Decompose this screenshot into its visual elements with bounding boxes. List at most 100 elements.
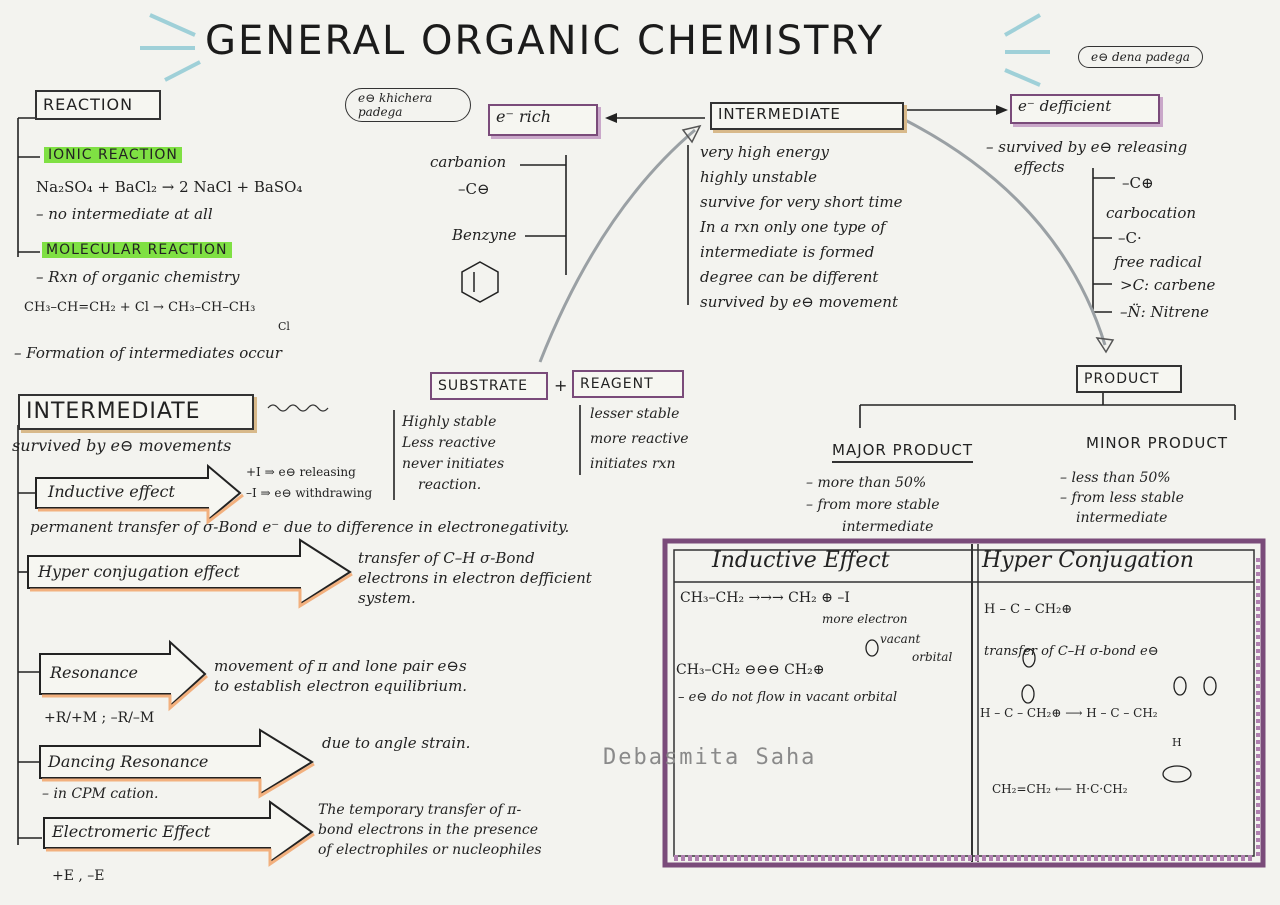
hyper-eq2: H – C – CH₂⊕ ⟶ H – C – CH₂ (980, 706, 1158, 720)
molecular-note: – Rxn of organic chemistry (36, 268, 240, 286)
major-note: – more than 50% (806, 475, 927, 491)
desc-line: electrons in electron defficient (358, 569, 592, 587)
page-title: GENERAL ORGANIC CHEMISTRY (205, 18, 885, 64)
inductive-eq2: CH₃–CH₂ ⊖⊖⊖ CH₂⊕ (676, 662, 825, 678)
prop-item: degree can be different (700, 268, 879, 286)
carbocation-formula: –C⊕ (1122, 174, 1154, 192)
edef-note2: effects (1014, 158, 1065, 176)
watermark: Debasmita Saha (603, 745, 817, 770)
hyper-note: transfer of C–H σ-bond e⊖ (984, 644, 1159, 659)
intermediate-box: INTERMEDIATE (710, 102, 904, 130)
hyper-eq3: CH₂=CH₂ ⟵ H·C·CH₂ (992, 782, 1128, 796)
desc-line: of electrophiles or nucleophiles (318, 842, 542, 858)
major-note: intermediate (842, 519, 934, 535)
resonance-description: movement of π and lone pair e⊖s to estab… (214, 656, 467, 696)
inductive-plus-note: +I ⇒ e⊖ releasing (246, 465, 356, 479)
nitrene-label: –N̈: Nitrene (1120, 303, 1209, 321)
prop-item: survived by e⊖ movement (700, 293, 898, 311)
inductive-eq1: CH₃–CH₂ →→→ CH₂ ⊕ –I (680, 590, 850, 606)
inductive-description: permanent transfer of σ-Bond e⁻ due to d… (30, 518, 570, 536)
benzyne-label: Benzyne (452, 226, 517, 244)
carbocation-label: carbocation (1106, 204, 1197, 222)
hyperconjugation-description: transfer of C–H σ-Bond electrons in elec… (358, 548, 592, 608)
desc-line: system. (358, 589, 416, 607)
inductive-arrow-shape (35, 463, 242, 523)
e-deficient-box: e⁻ defficient (1010, 94, 1160, 124)
reaction-heading: REACTION (35, 90, 161, 120)
table-frame (662, 538, 1266, 868)
intermediate-section-heading: INTERMEDIATE (18, 394, 254, 430)
reagent-prop: more reactive (590, 431, 689, 447)
carbanion-label: carbanion (430, 153, 507, 171)
inductive-note3: orbital (912, 650, 953, 664)
hyper-conjugation-column-header: Hyper Conjugation (982, 548, 1194, 573)
electromeric-description: The temporary transfer of π- bond electr… (318, 800, 542, 860)
major-note: – from more stable (806, 497, 940, 513)
prop-item: survive for very short time (700, 193, 903, 211)
ionic-reaction-label: IONIC REACTION (44, 147, 182, 163)
substrate-prop: never initiates (402, 456, 505, 472)
reagent-prop: lesser stable (590, 406, 680, 422)
reagent-box: REAGENT (572, 370, 684, 398)
prop-item: very high energy (700, 143, 829, 161)
substrate-prop: Highly stable (402, 414, 497, 430)
minor-note: intermediate (1076, 510, 1168, 526)
molecular-reaction-label: MOLECULAR REACTION (42, 242, 232, 258)
intermediate-section-subtitle: survived by e⊖ movements (12, 436, 232, 455)
substrate-prop: reaction. (418, 477, 482, 493)
cloud-dena: e⊖ dena padega (1078, 46, 1203, 68)
substrate-prop: Less reactive (402, 435, 496, 451)
cloud-khichera: e⊖ khichera padega (345, 88, 471, 122)
ionic-equation: Na₂SO₄ + BaCl₂ → 2 NaCl + BaSO₄ (36, 178, 303, 196)
prop-item: intermediate is formed (700, 243, 875, 261)
desc-line: bond electrons in the presence (318, 822, 538, 838)
major-product-label: MAJOR PRODUCT (832, 441, 974, 463)
product-box: PRODUCT (1076, 365, 1182, 393)
reagent-prop: initiates rxn (590, 456, 676, 472)
inductive-note2: vacant (880, 632, 921, 646)
minor-note: – less than 50% (1060, 470, 1171, 486)
hyper-h: H (1172, 736, 1182, 749)
minor-note: – from less stable (1060, 490, 1184, 506)
minor-product-notes: – less than 50% – from less stable inter… (1060, 468, 1184, 528)
prop-item: In a rxn only one type of (700, 218, 886, 236)
intermediate-properties: very high energy highly unstable survive… (700, 140, 903, 315)
desc-line: to establish electron equilibrium. (214, 677, 468, 695)
intermediate-formation-note: – Formation of intermediates occur (14, 344, 282, 362)
inductive-effect-column-header: Inductive Effect (712, 548, 890, 573)
substrate-box: SUBSTRATE (430, 372, 548, 400)
comparison-table: Inductive Effect Hyper Conjugation CH₃–C… (662, 538, 1266, 868)
carbanion-formula: –C⊖ (458, 180, 490, 198)
inductive-minus-note: –I ⇒ e⊖ withdrawing (246, 486, 373, 500)
dancing-resonance-description: due to angle strain. (322, 734, 471, 752)
desc-line: transfer of C–H σ-Bond (358, 549, 535, 567)
benzyne-ring (461, 261, 499, 303)
hyper-eq1: H – C – CH₂⊕ (984, 602, 1073, 617)
hyperconjugation-arrow-label: Hyper conjugation effect (38, 562, 240, 581)
minor-product-label: MINOR PRODUCT (1086, 434, 1229, 452)
molecular-equation: CH₃–CH=CH₂ + Cl → CH₃–CH–CH₃ (24, 300, 256, 315)
resonance-arrow-label: Resonance (50, 663, 138, 682)
plus-sign: + (554, 376, 569, 395)
prop-item: highly unstable (700, 168, 818, 186)
reagent-properties: lesser stable more reactive initiates rx… (590, 402, 689, 477)
substrate-properties: Highly stable Less reactive never initia… (402, 412, 504, 496)
carbene-label: >C: carbene (1120, 276, 1216, 294)
electromeric-sub: +E , –E (52, 868, 105, 884)
molecular-equation-sub: Cl (278, 320, 290, 333)
ionic-note: – no intermediate at all (36, 205, 213, 223)
edef-note1: – survived by e⊖ releasing (986, 138, 1188, 156)
major-product-notes: – more than 50% – from more stable inter… (806, 472, 940, 538)
inductive-effect-arrow-label: Inductive effect (48, 482, 175, 501)
electromeric-arrow-label: Electromeric Effect (52, 822, 211, 841)
free-radical-formula: –C· (1118, 229, 1142, 247)
desc-line: The temporary transfer of π- (318, 802, 522, 818)
desc-line: movement of π and lone pair e⊖s (214, 657, 467, 675)
inductive-note4: – e⊖ do not flow in vacant orbital (678, 690, 898, 705)
inductive-note1: more electron (822, 612, 908, 626)
dancing-resonance-arrow-label: Dancing Resonance (48, 752, 209, 771)
dancing-resonance-sub: – in CPM cation. (42, 786, 159, 802)
e-rich-box: e⁻ rich (488, 104, 598, 136)
free-radical-label: free radical (1114, 253, 1202, 271)
